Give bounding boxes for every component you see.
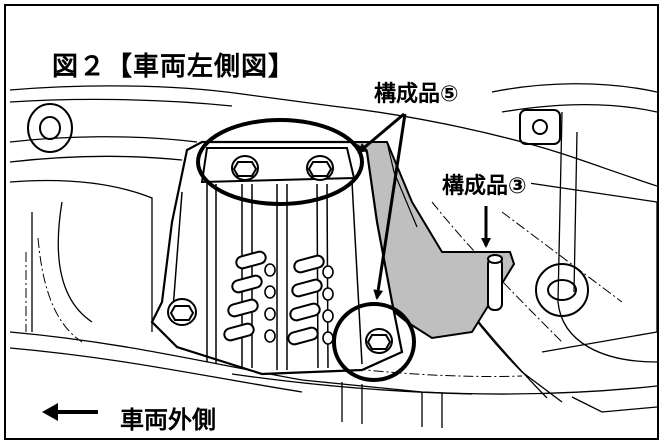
callout-circle-bottom <box>332 302 416 382</box>
bolt-top-left <box>231 155 259 181</box>
callout-label-part3: 構成品③ <box>438 168 531 200</box>
figure-frame: 図２【車両左側図】 構成品⑤ 構成品③ 車両外側 <box>4 4 659 440</box>
left-arrow-icon <box>42 403 98 421</box>
vehicle-structure <box>9 83 657 428</box>
leader-to-lower-bolt <box>373 113 407 300</box>
mount-small-holes <box>264 263 334 345</box>
leader-arrows <box>357 112 491 300</box>
bolts <box>167 155 393 354</box>
hidden-outline <box>25 201 623 377</box>
bolt-lower-left <box>167 298 197 326</box>
callout-label-part5: 構成品⑤ <box>370 76 463 108</box>
mount-slots <box>223 250 325 346</box>
bolt-lower-right <box>365 328 393 354</box>
direction-label: 車両外側 <box>116 400 220 435</box>
callout-circle-top <box>196 118 364 206</box>
bracket-pin <box>487 254 503 311</box>
leader-to-plate <box>357 112 405 154</box>
figure-title: 図２【車両左側図】 <box>52 52 296 82</box>
bolt-top-right <box>306 155 334 181</box>
bracket-part3-edge <box>386 141 418 228</box>
hole-features <box>27 103 589 317</box>
vehicle-diagram <box>9 83 657 428</box>
callout-highlights <box>196 118 416 382</box>
